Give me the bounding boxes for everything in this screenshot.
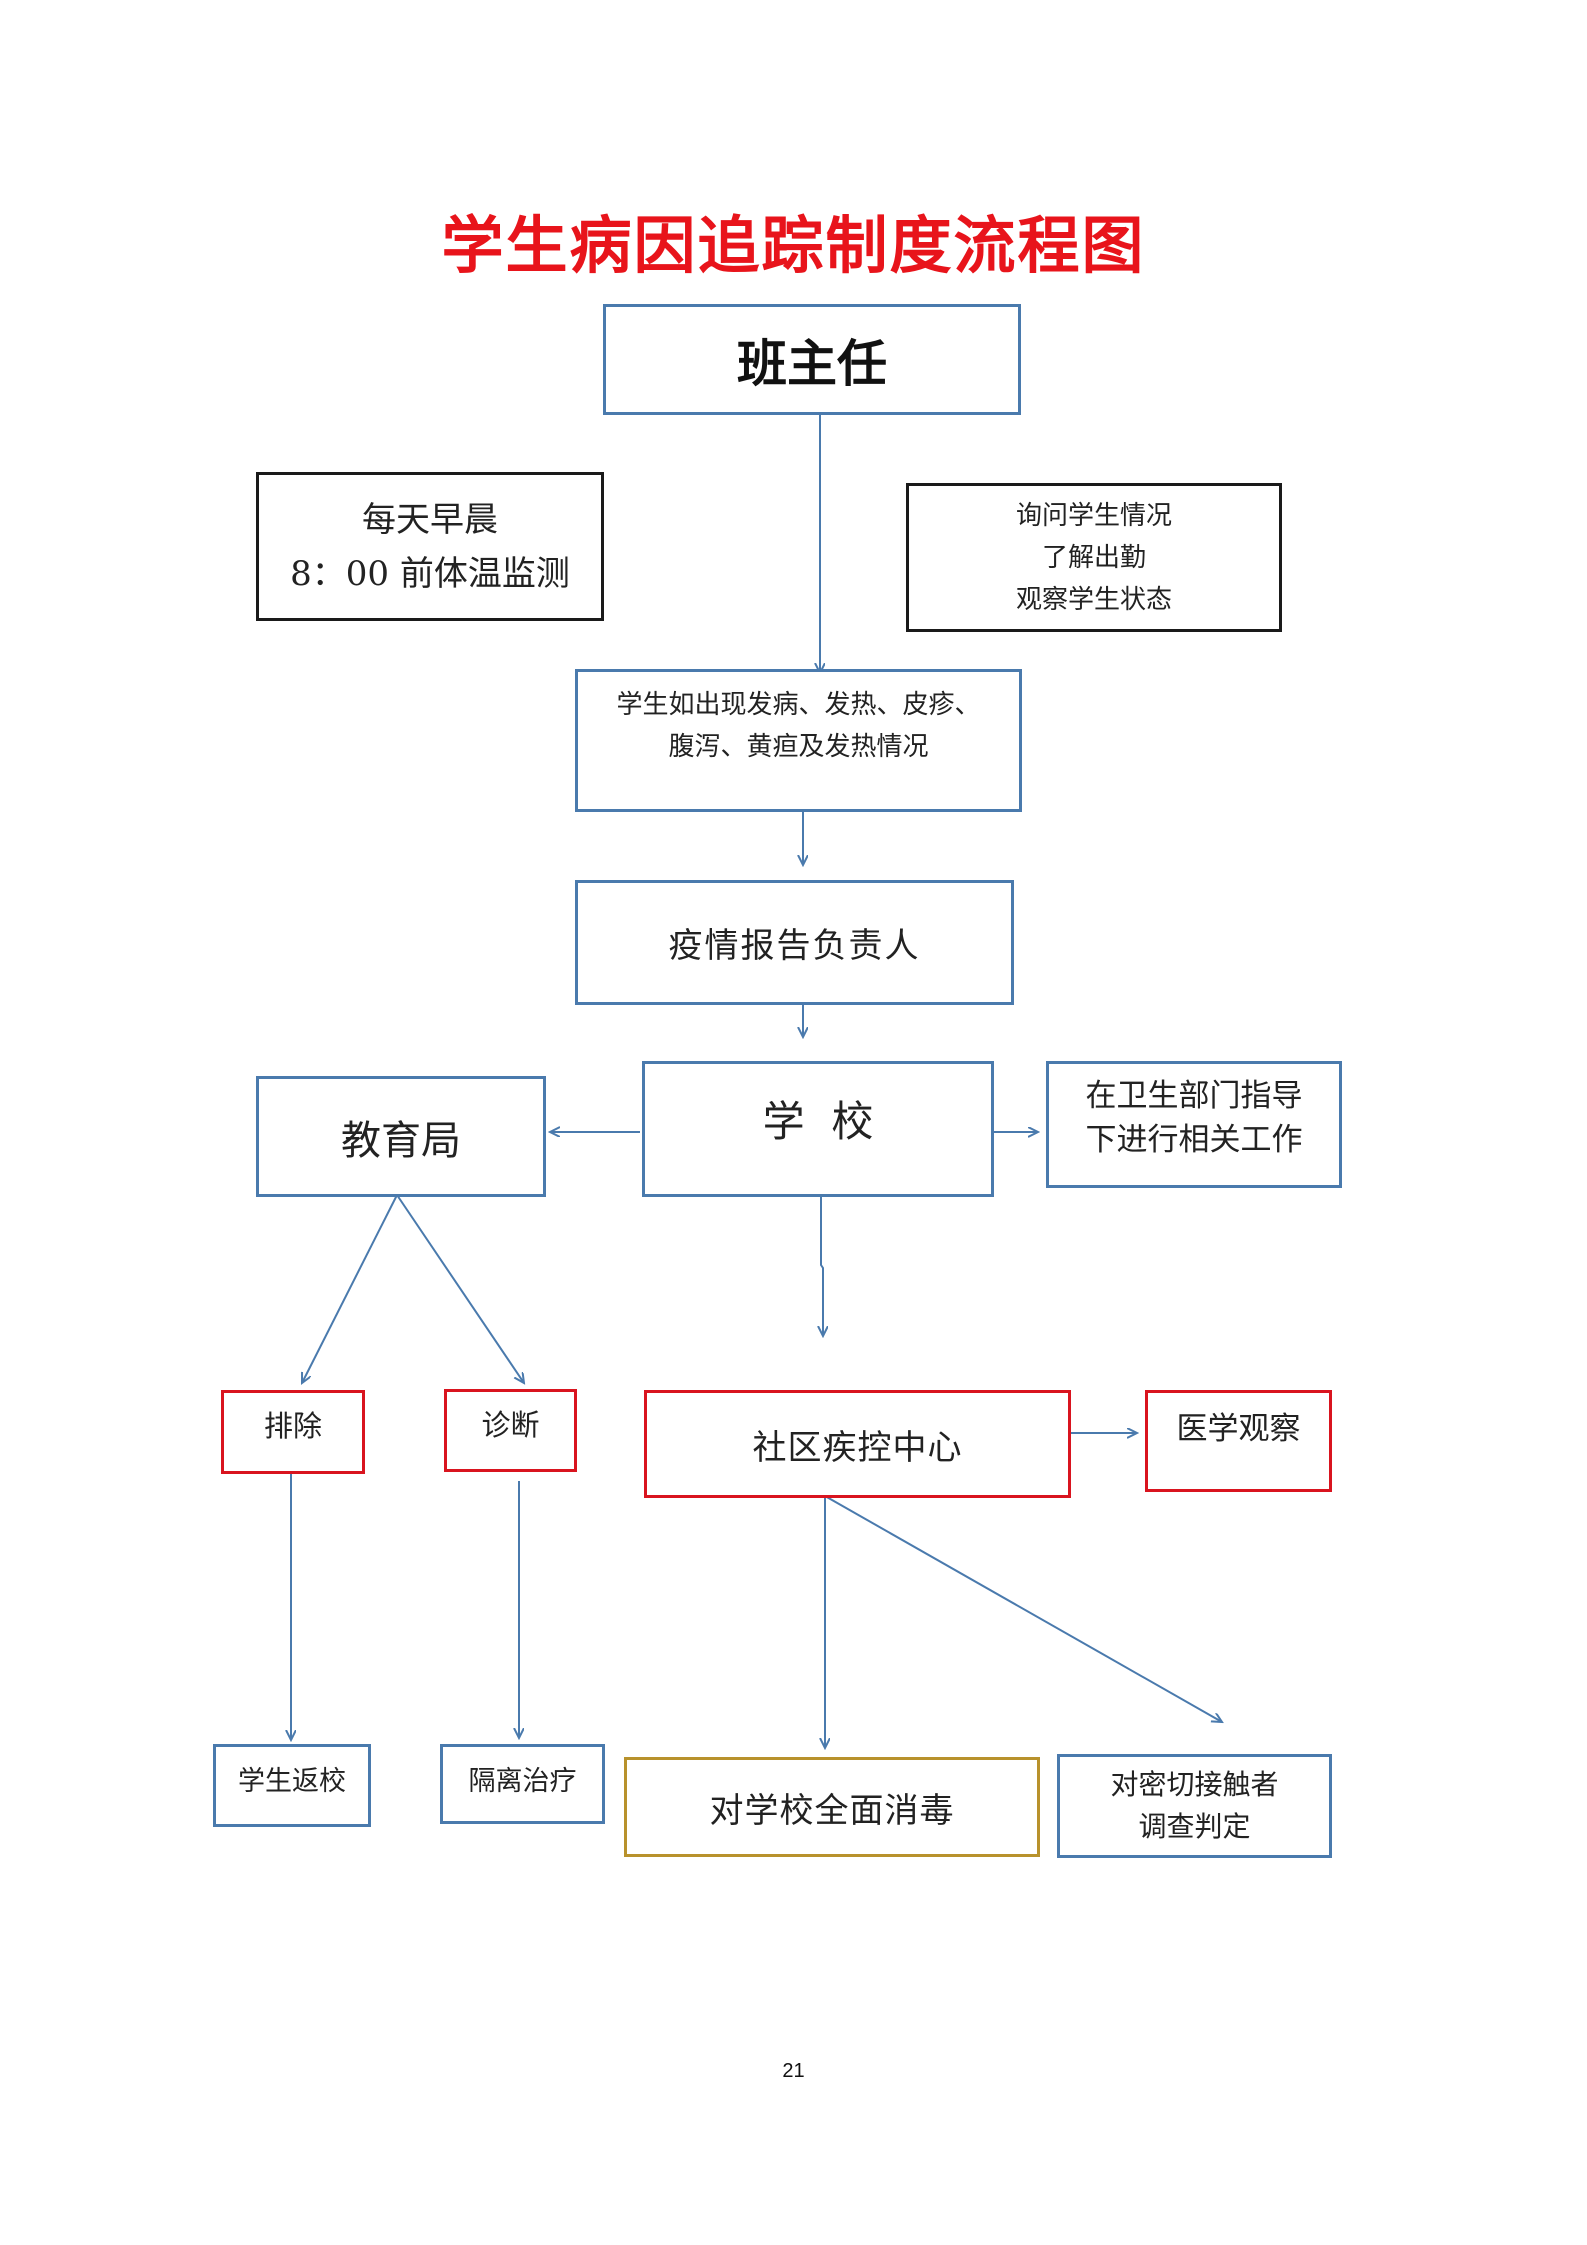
morning-check-line-2: 8：00 前体温监测 xyxy=(290,553,570,594)
diagnose-box: 诊断 xyxy=(444,1389,577,1472)
disinfect-box: 对学校全面消毒 xyxy=(624,1757,1040,1857)
page-number: 21 xyxy=(782,2060,805,2082)
arrow-cdc-to-contacts xyxy=(824,1495,1222,1722)
reporter-box: 疫情报告负责人 xyxy=(575,880,1014,1005)
school-box: 学 校 xyxy=(642,1061,994,1197)
health-guidance-box: 在卫生部门指导 下进行相关工作 xyxy=(1046,1061,1342,1188)
contacts-line-1: 对密切接触者 xyxy=(1110,1768,1279,1801)
health-guidance-line-2: 下进行相关工作 xyxy=(1085,1122,1303,1158)
isolation-label: 隔离治疗 xyxy=(468,1766,577,1797)
contacts-box: 对密切接触者 调查判定 xyxy=(1057,1754,1332,1858)
isolation-box: 隔离治疗 xyxy=(440,1744,605,1824)
cdc-box: 社区疾控中心 xyxy=(644,1390,1071,1498)
arrow-bureau-to-exclude xyxy=(302,1194,398,1383)
exclude-box: 排除 xyxy=(221,1390,365,1474)
reporter-label: 疫情报告负责人 xyxy=(668,926,921,966)
school-label: 学 校 xyxy=(762,1097,874,1146)
diagnose-label: 诊断 xyxy=(481,1408,540,1442)
morning-check-line-1: 每天早晨 xyxy=(362,499,498,540)
disinfect-label: 对学校全面消毒 xyxy=(709,1790,955,1831)
page-title: 学生病因追踪制度流程图 xyxy=(441,209,1146,282)
exclude-label: 排除 xyxy=(263,1409,322,1443)
inquiry-line-3: 观察学生状态 xyxy=(1015,584,1172,615)
morning-check-box: 每天早晨 8：00 前体温监测 xyxy=(256,472,604,621)
education-bureau-label: 教育局 xyxy=(341,1117,461,1164)
head-teacher-label: 班主任 xyxy=(737,333,887,393)
symptoms-line-1: 学生如出现发病、发热、皮疹、 xyxy=(616,690,981,720)
inquiry-box: 询问学生情况 了解出勤 观察学生状态 xyxy=(906,483,1282,632)
medical-observation-box: 医学观察 xyxy=(1145,1390,1332,1492)
medical-observation-label: 医学观察 xyxy=(1176,1411,1301,1447)
education-bureau-box: 教育局 xyxy=(256,1076,546,1197)
return-school-box: 学生返校 xyxy=(213,1744,371,1827)
inquiry-line-1: 询问学生情况 xyxy=(1015,500,1172,531)
return-school-label: 学生返校 xyxy=(238,1766,346,1797)
arrow-bureau-to-diagnose xyxy=(396,1194,524,1383)
arrow-school-to-cdc xyxy=(821,1193,823,1336)
cdc-label: 社区疾控中心 xyxy=(752,1427,963,1468)
head-teacher-box: 班主任 xyxy=(603,304,1021,415)
inquiry-line-2: 了解出勤 xyxy=(1041,542,1146,573)
health-guidance-line-1: 在卫生部门指导 xyxy=(1085,1078,1303,1114)
symptoms-line-2: 腹泻、黄疸及发热情况 xyxy=(668,732,929,762)
contacts-line-2: 调查判定 xyxy=(1138,1810,1251,1843)
symptoms-box: 学生如出现发病、发热、皮疹、 腹泻、黄疸及发热情况 xyxy=(575,669,1022,812)
